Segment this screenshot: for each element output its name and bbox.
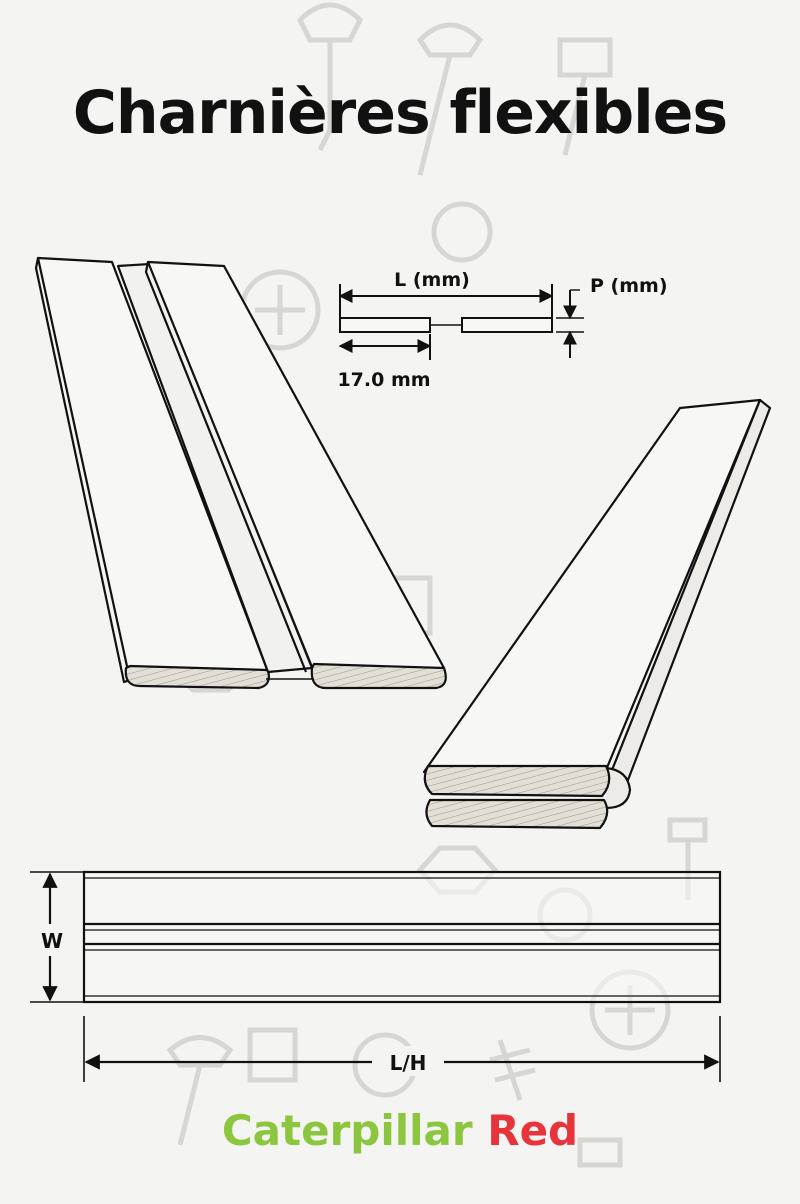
total-length-label: L/H	[390, 1051, 427, 1075]
section-left-leaf	[339, 317, 431, 333]
left-leaf-end	[124, 664, 270, 690]
folded-leaf-face	[422, 398, 762, 774]
closed-hinge-illustration	[422, 398, 772, 830]
lower-leaf-end	[425, 798, 609, 830]
open-hinge-illustration	[34, 256, 447, 690]
brand-word-caterpillar: Caterpillar	[221, 1106, 473, 1155]
brand-word-red: Red	[487, 1106, 579, 1155]
section-right-leaf	[461, 317, 553, 333]
leaf-width-label: 17.0 mm	[337, 369, 430, 391]
page-title: Charnières flexibles	[72, 78, 728, 148]
thickness-label: P (mm)	[590, 275, 668, 297]
upper-leaf-end	[423, 764, 611, 798]
right-leaf-end	[310, 662, 447, 690]
width-label: W	[41, 929, 63, 953]
brand-logo: Caterpillar Red	[0, 1106, 800, 1155]
right-leaf-edge	[144, 261, 308, 673]
length-label: L (mm)	[394, 269, 470, 291]
hinge-knuckle	[605, 766, 632, 810]
front-view-outline	[82, 870, 722, 1004]
cross-section-detail	[338, 284, 584, 360]
